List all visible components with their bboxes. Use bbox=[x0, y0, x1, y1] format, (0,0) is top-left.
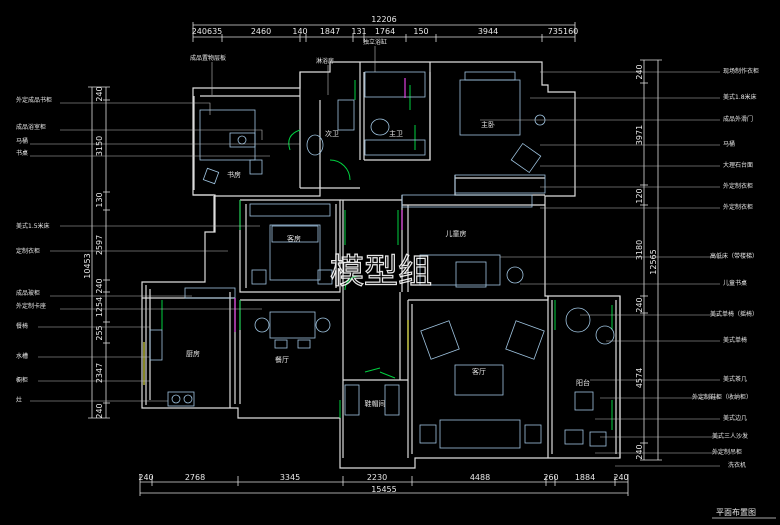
callout-left: 成品浴室柜 bbox=[16, 123, 46, 131]
top-dim-seg: 140 bbox=[292, 27, 307, 36]
room-label-second-bath: 次卫 bbox=[325, 129, 339, 138]
room-label-living: 客厅 bbox=[472, 367, 486, 376]
top-dim-seg: 735160 bbox=[548, 27, 579, 36]
callout-left: 橱柜 bbox=[16, 376, 28, 384]
callout-right: 马桶 bbox=[723, 140, 735, 148]
top-dimension-chain bbox=[192, 22, 576, 42]
room-label-master-bedroom: 主卧 bbox=[481, 120, 495, 129]
callout-right: 大理石台面 bbox=[723, 161, 753, 169]
left-dimension-chain bbox=[88, 86, 110, 419]
callout-right: 洗衣机 bbox=[728, 461, 746, 469]
bottom-dim-seg: 240 bbox=[138, 473, 153, 482]
right-dim-seg: 120 bbox=[635, 188, 644, 203]
doors bbox=[161, 80, 613, 430]
left-dim-seg: 240 bbox=[95, 86, 104, 101]
callout-top: 成品置物层板 bbox=[190, 54, 226, 62]
callout-right: 高低床（带楼梯） bbox=[710, 252, 758, 260]
bottom-dim-seg: 240 bbox=[613, 473, 628, 482]
callout-left: 成品玻柜 bbox=[16, 289, 40, 297]
callout-left: 外定成品书柜 bbox=[16, 96, 52, 104]
right-dimension-chain bbox=[640, 59, 662, 461]
callout-right: 美式单椅（摇椅） bbox=[710, 310, 758, 318]
callout-right: 成品外滑门 bbox=[723, 115, 753, 123]
callout-right: 外定制吊柜 bbox=[712, 448, 742, 456]
callout-top: 独立浴缸 bbox=[363, 38, 387, 46]
room-label-study: 书房 bbox=[227, 170, 241, 179]
left-dim-seg: 3150 bbox=[95, 136, 104, 156]
callout-right: 外定制衣柜 bbox=[723, 203, 753, 211]
room-label-kitchen: 厨房 bbox=[186, 349, 200, 358]
top-dim-seg: 150 bbox=[413, 27, 428, 36]
room-label-kids-room: 儿童房 bbox=[446, 229, 467, 238]
room-label-master-bath: 主卫 bbox=[389, 129, 403, 138]
callout-left: 水槽 bbox=[16, 352, 28, 360]
wall-accents bbox=[143, 78, 409, 385]
top-dim-seg: 1847 bbox=[320, 27, 340, 36]
drawing-title: 平面布置图 bbox=[716, 507, 756, 517]
callout-top: 淋浴房 bbox=[316, 57, 334, 65]
bottom-dim-seg: 3345 bbox=[280, 473, 300, 482]
room-label-dining: 餐厅 bbox=[275, 355, 289, 364]
left-dim-seg: 2597 bbox=[95, 235, 104, 255]
bottom-dim-seg: 2230 bbox=[367, 473, 387, 482]
left-dim-seg: 255 bbox=[95, 325, 104, 340]
left-total-dim: 10453 bbox=[83, 253, 92, 278]
right-dim-seg: 3971 bbox=[635, 125, 644, 145]
left-dim-seg: 130 bbox=[95, 192, 104, 207]
top-dim-seg: 240635 bbox=[192, 27, 223, 36]
left-dim-seg: 1254 bbox=[95, 297, 104, 317]
right-dim-seg: 3180 bbox=[635, 240, 644, 260]
right-total-dim: 12565 bbox=[649, 249, 658, 274]
callout-right: 美式茶几 bbox=[723, 375, 747, 383]
top-dim-seg: 3944 bbox=[478, 27, 498, 36]
callout-right: 美式三人沙发 bbox=[712, 432, 748, 440]
leader-lines bbox=[30, 46, 720, 467]
callout-right: 儿童书桌 bbox=[723, 279, 747, 287]
drawing-title-block: 平面布置图 bbox=[712, 507, 776, 519]
bottom-dimension-chain bbox=[139, 474, 629, 496]
callout-left: 美式1.5米床 bbox=[16, 222, 50, 230]
bottom-dim-seg: 1884 bbox=[575, 473, 595, 482]
bottom-total-dim: 15455 bbox=[371, 485, 396, 494]
watermark-text: 模型组 bbox=[330, 252, 432, 292]
left-dim-seg: 240 bbox=[95, 403, 104, 418]
right-dim-seg: 240 bbox=[635, 444, 644, 459]
callout-left: 书桌 bbox=[16, 149, 28, 157]
left-dim-seg: 240 bbox=[95, 278, 104, 293]
top-dim-seg: 131 bbox=[351, 27, 366, 36]
bottom-dim-seg: 2768 bbox=[185, 473, 205, 482]
bottom-dim-seg: 4488 bbox=[470, 473, 490, 482]
room-label-shoe-room: 鞋帽间 bbox=[365, 399, 386, 408]
room-label-guest-room: 客房 bbox=[287, 234, 301, 243]
right-dim-seg: 4574 bbox=[635, 368, 644, 388]
top-total-dim: 12206 bbox=[371, 15, 396, 24]
callout-left: 灶 bbox=[16, 396, 22, 404]
right-dim-seg: 240 bbox=[635, 297, 644, 312]
callout-right: 美式1.8米床 bbox=[723, 93, 757, 101]
callout-right: 美式边几 bbox=[723, 414, 747, 422]
callout-right: 外定制衣柜 bbox=[723, 182, 753, 190]
callout-right: 美式单椅 bbox=[723, 336, 747, 344]
top-dim-seg: 2460 bbox=[251, 27, 271, 36]
callout-left: 定制衣柜 bbox=[16, 247, 40, 255]
left-dim-seg: 2347 bbox=[95, 363, 104, 383]
room-label-balcony: 阳台 bbox=[576, 378, 590, 387]
callout-left: 马桶 bbox=[16, 137, 28, 145]
callout-right: 外定制鞋柜（收纳柜） bbox=[692, 393, 752, 401]
callout-left: 外定制卡座 bbox=[16, 302, 46, 310]
callout-left: 餐椅 bbox=[16, 322, 28, 330]
furniture bbox=[149, 71, 615, 449]
callout-right: 现场制作衣柜 bbox=[723, 67, 759, 75]
bottom-dim-seg: 260 bbox=[543, 473, 558, 482]
top-dim-seg: 1764 bbox=[375, 27, 395, 36]
